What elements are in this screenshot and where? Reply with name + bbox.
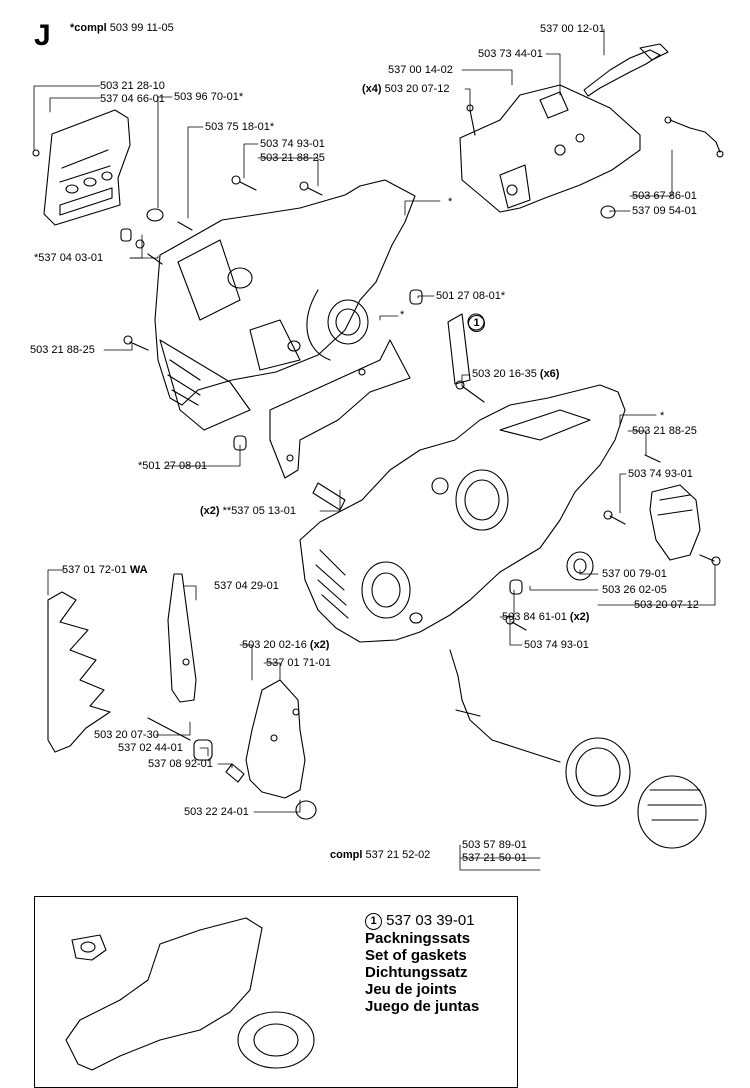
part-label: 503 67 86-01 — [632, 190, 697, 202]
part-label: * — [660, 410, 665, 422]
tank-cap-parts — [449, 649, 707, 849]
gasket-kit-name-fr: Jeu de joints — [365, 980, 457, 998]
part-label: 503 20 16-35 (x6) — [472, 368, 560, 380]
part-label: 537 00 79-01 — [602, 568, 667, 580]
part-label: 503 75 18-01* — [205, 121, 275, 133]
part-label: 537 00 14-02 — [388, 64, 453, 76]
bracket-parts — [147, 679, 317, 820]
chain-brake-link-part — [583, 43, 669, 97]
page-section-letter: J — [34, 19, 51, 52]
part-label: 503 74 93-01 — [260, 138, 325, 150]
part-label: 503 84 61-01 (x2) — [502, 611, 590, 623]
part-label: (x2) **537 05 13-01 — [200, 505, 297, 517]
part-label: 503 20 07-12 — [634, 599, 699, 611]
lower-crankcase-part — [299, 384, 626, 643]
gasket-kit-name-de: Dichtungssatz — [365, 963, 468, 981]
part-label: 537 09 54-01 — [632, 205, 697, 217]
part-label: 503 73 44-01 — [478, 48, 543, 60]
leader-lines — [33, 28, 716, 871]
part-label: 503 26 02-05 — [602, 584, 667, 596]
crankcase-gasket-part — [269, 339, 411, 479]
plug-part — [600, 205, 616, 219]
guide-plate-part — [167, 573, 197, 703]
small-fasteners — [120, 175, 721, 631]
cover-plate-part — [32, 109, 131, 226]
assembly-compl-number: 503 99 11-05 — [109, 22, 174, 34]
part-label: 503 20 07-30 — [94, 729, 159, 741]
part-label: 503 21 88-25 — [632, 425, 697, 437]
upper-crankcase-part — [154, 179, 416, 431]
part-label: 537 02 44-01 — [118, 742, 183, 754]
part-label: 503 22 24-01 — [184, 806, 249, 818]
oil-hose-part — [664, 116, 724, 158]
assembly-compl-prefix: *compl — [70, 22, 107, 34]
part-label: 537 21 50-01 — [462, 852, 527, 864]
assembly-compl-label: *compl 503 99 11-05 — [70, 22, 174, 34]
gasket-kit-number-row: 1 537 03 39-01 — [365, 912, 479, 930]
part-label: 537 00 12-01 — [540, 23, 605, 35]
part-label: 503 57 89-01 — [462, 839, 527, 851]
gasket-kit-name-en: Set of gaskets — [365, 946, 467, 964]
gasket-kit-drawings — [65, 917, 315, 1071]
part-label: 537 01 71-01 — [266, 657, 331, 669]
gasket-kit-marker: 1 — [365, 912, 382, 930]
part-label: * — [448, 196, 453, 208]
part-label: 503 96 70-01* — [174, 91, 244, 103]
part-label: 503 74 93-01 — [524, 639, 589, 651]
oil-pump-housing-part — [459, 84, 641, 213]
gasket-callout-marker: 1 — [468, 315, 485, 332]
part-label: 537 04 29-01 — [214, 580, 279, 592]
part-label: 537 08 92-01 — [148, 758, 213, 770]
chain-guard-part — [47, 591, 111, 753]
part-label: 537 04 66-01 — [100, 93, 165, 105]
part-label: 503 20 02-16 (x2) — [242, 639, 330, 651]
part-label: * — [400, 309, 405, 321]
gasket-kit-legend: 1 537 03 39-01 Packningssats Set of gask… — [365, 912, 479, 1015]
part-label: 503 74 93-01 — [628, 468, 693, 480]
part-label: 503 21 88-25 — [30, 344, 95, 356]
gasket-kit-name-sv: Packningssats — [365, 929, 471, 947]
part-label: *537 04 03-01 — [34, 252, 104, 264]
part-label: 503 21 28-10 — [100, 80, 165, 92]
part-label: (x4) 503 20 07-12 — [362, 83, 450, 95]
seal-parts — [566, 551, 594, 581]
gasket-kit-part-number: 537 03 39-01 — [386, 912, 475, 929]
right-cover-part — [649, 484, 701, 561]
part-label: *501 27 08-01 — [138, 460, 208, 472]
gasket-kit-name-es: Juego de juntas — [365, 997, 480, 1015]
part-label: 503 21 88-25 — [260, 152, 325, 164]
part-label: 501 27 08-01* — [436, 290, 506, 302]
part-label: 537 01 72-01 WA — [62, 564, 148, 576]
part-label: compl 537 21 52-02 — [330, 849, 431, 861]
